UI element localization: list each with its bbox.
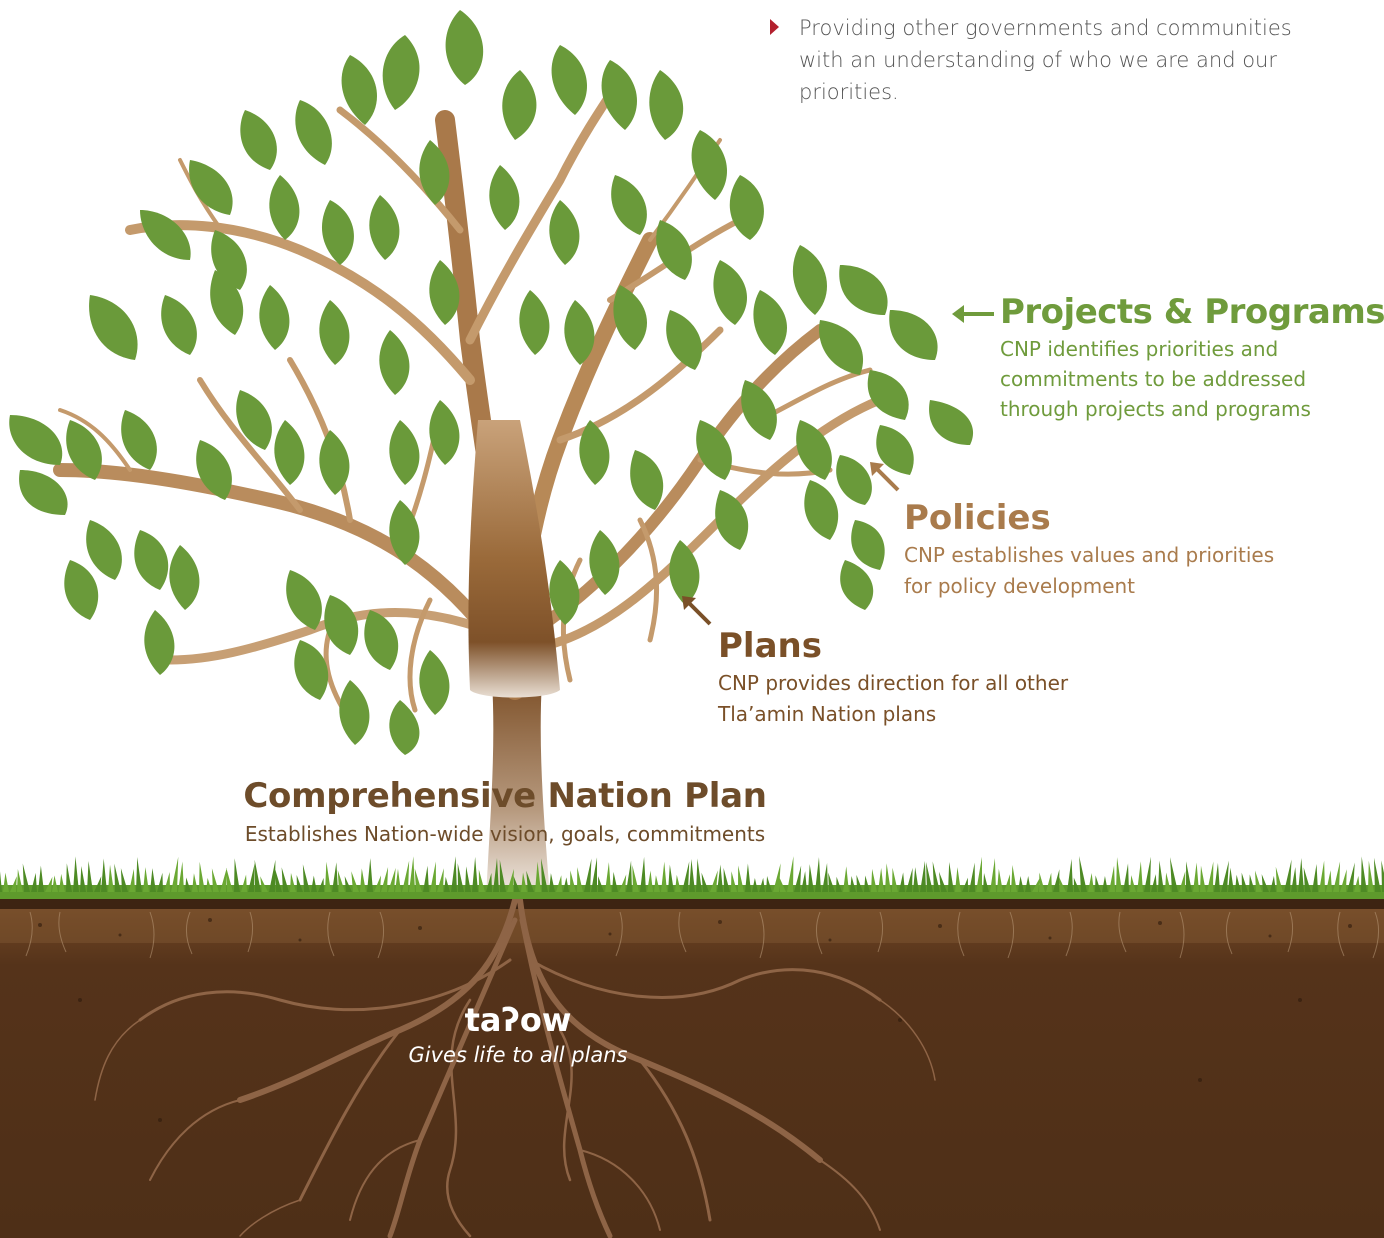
tree-trunk	[468, 420, 560, 698]
policies-desc: CNP establishes values and priorities fo…	[904, 543, 1275, 598]
bullet-triangle-icon	[770, 19, 779, 35]
bullet-text: Providing other governments and communit…	[799, 16, 1292, 104]
plans-label: Plans CNP provides direction for all oth…	[718, 624, 1078, 730]
projects-programs-title: Projects & Programs	[1000, 292, 1384, 332]
policies-label: Policies CNP establishes values and prio…	[904, 496, 1304, 602]
cnp-desc: Establishes Nation-wide vision, goals, c…	[244, 822, 766, 846]
plans-desc: CNP provides direction for all other Tla…	[718, 671, 1069, 726]
roots-icon	[94, 897, 936, 1238]
tree-trunk-lower	[486, 680, 550, 898]
arrow-up-left-icon	[682, 596, 712, 626]
soil-ground	[0, 897, 1384, 1238]
projects-programs-label: Projects & Programs CNP identifies prior…	[1000, 290, 1384, 424]
arrow-up-left-icon	[870, 462, 900, 492]
roots-label: taʔow Gives life to all plans	[368, 1000, 668, 1070]
roots-title: taʔow	[464, 1001, 572, 1039]
bullet-list-item: Providing other governments and communit…	[770, 12, 1330, 108]
projects-programs-desc: CNP identifies priorities and commitment…	[1000, 337, 1311, 421]
policies-title: Policies	[904, 498, 1051, 538]
tree-branches	[53, 75, 885, 723]
comprehensive-nation-plan-label: Comprehensive Nation Plan Establishes Na…	[200, 772, 810, 848]
arrow-left-icon	[952, 305, 994, 323]
grass-icon	[0, 856, 1384, 899]
plans-title: Plans	[718, 626, 822, 666]
soil-speckles	[38, 918, 1352, 1122]
tree-leaves	[9, 10, 974, 755]
rootlets	[25, 911, 1379, 959]
cnp-title: Comprehensive Nation Plan	[243, 776, 767, 816]
roots-desc: Gives life to all plans	[408, 1043, 628, 1067]
